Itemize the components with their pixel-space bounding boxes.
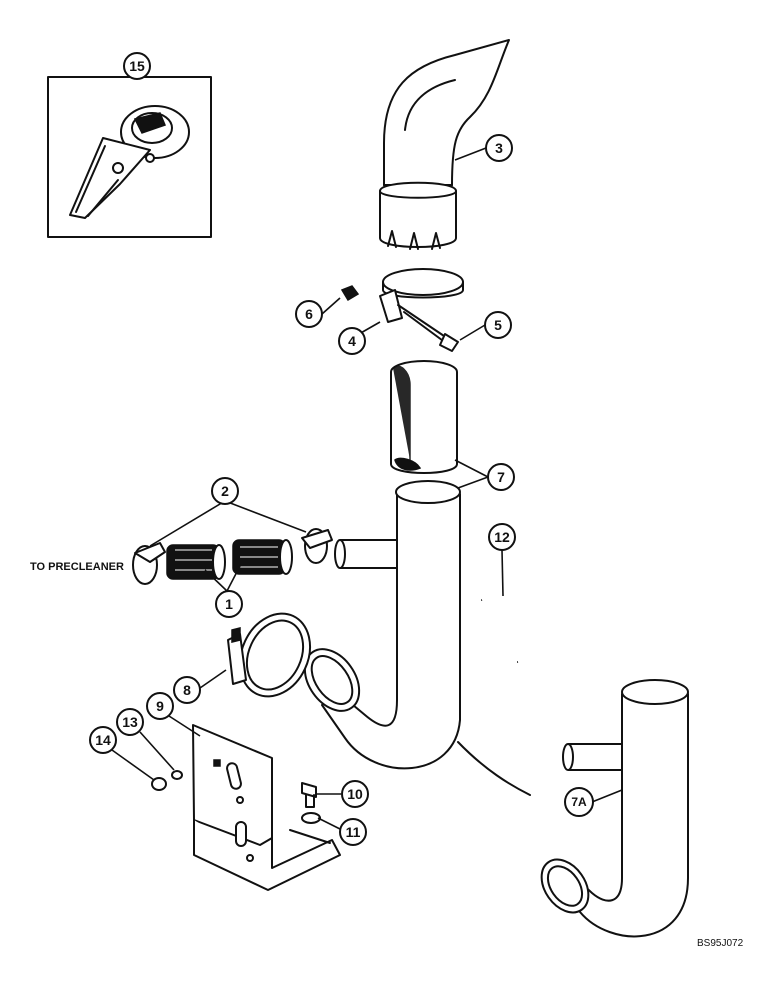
callout-8: 8 — [173, 676, 201, 704]
callout-12: 12 — [488, 523, 516, 551]
callout-15-label: 15 — [129, 58, 145, 74]
callout-4-label: 4 — [348, 333, 356, 349]
callout-7-label: 7 — [497, 469, 505, 485]
callout-11: 11 — [339, 818, 367, 846]
main-elbow-pipe — [303, 480, 531, 796]
callout-4: 4 — [338, 327, 366, 355]
callout-9-label: 9 — [156, 698, 164, 714]
callout-7a: 7A — [564, 787, 594, 817]
leader-lines — [111, 147, 623, 830]
callout-7: 7 — [487, 463, 515, 491]
drawing-code-label: BS95J072 — [697, 938, 744, 949]
callout-6: 6 — [295, 300, 323, 328]
callout-9: 9 — [146, 692, 174, 720]
alternate-elbow-pipe — [540, 679, 689, 938]
precleaner-hoses — [132, 528, 333, 585]
exhaust-elbow — [379, 39, 510, 250]
inset-rain-cap — [47, 76, 212, 238]
callout-15: 15 — [123, 52, 151, 80]
stack-tube — [390, 360, 458, 474]
callout-13: 13 — [116, 708, 144, 736]
callout-14: 14 — [89, 726, 117, 754]
callout-5-label: 5 — [494, 317, 502, 333]
callout-10: 10 — [341, 780, 369, 808]
callout-1: 1 — [215, 590, 243, 618]
v-band-clamp — [227, 612, 311, 698]
callout-2: 2 — [211, 477, 239, 505]
callout-3-label: 3 — [495, 140, 503, 156]
callout-8-label: 8 — [183, 682, 191, 698]
callout-13-label: 13 — [122, 714, 138, 730]
callout-3: 3 — [485, 134, 513, 162]
callout-6-label: 6 — [305, 306, 313, 322]
callout-11-label: 11 — [346, 824, 361, 840]
callout-7a-label: 7A — [571, 795, 587, 809]
callout-14-label: 14 — [95, 732, 111, 748]
callout-5: 5 — [484, 311, 512, 339]
mounting-bracket — [151, 724, 341, 891]
exhaust-clamp — [340, 268, 464, 352]
u-bolt — [481, 577, 581, 664]
callout-2-label: 2 — [221, 483, 229, 499]
to-precleaner-label: TO PRECLEANER — [30, 561, 124, 573]
callout-10-label: 10 — [347, 786, 363, 802]
callout-12-label: 12 — [494, 529, 510, 545]
callout-1-label: 1 — [225, 596, 233, 612]
